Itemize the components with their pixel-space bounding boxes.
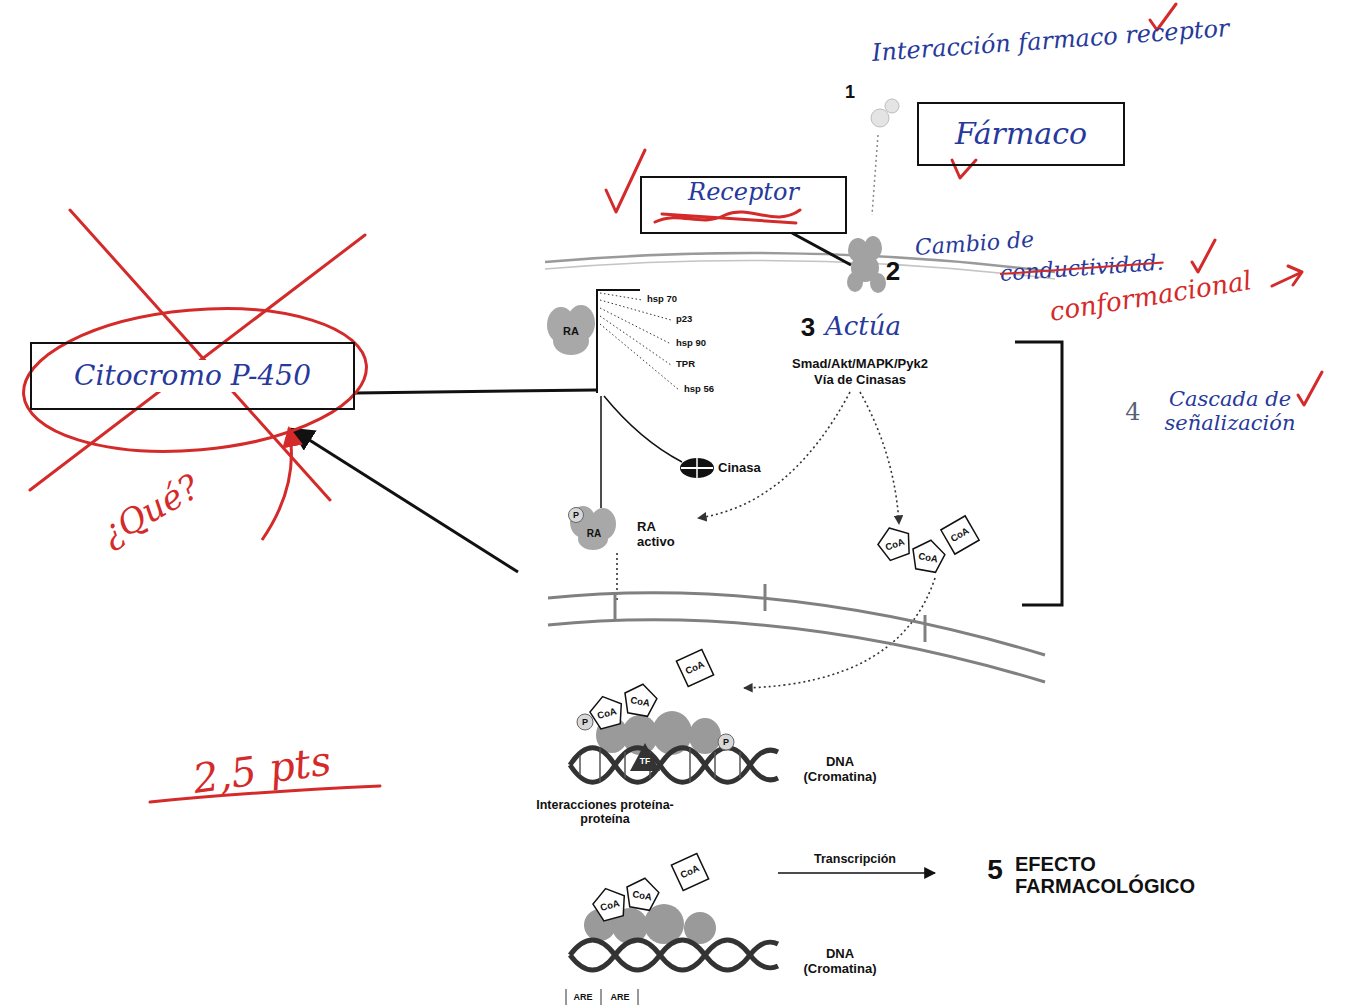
binding-path [872, 135, 878, 215]
nuclear-pore [615, 584, 925, 642]
pathway-label: Smad/Akt/MAPK/Pyk2 [792, 357, 928, 372]
correction-note: ¿Qué? [94, 467, 205, 553]
correction-mark [18, 4, 1322, 802]
phosphate-label: P [573, 510, 579, 520]
nuclear-envelope [548, 620, 1045, 682]
box-text: Citocromo P-450 [70, 360, 315, 392]
phosphate-label: P [582, 717, 588, 727]
correction-arrow [262, 428, 291, 540]
phosphate [569, 508, 584, 523]
callout-number: 2 [886, 257, 900, 286]
drug-molecule [885, 99, 899, 113]
part-label: hsp 70 [647, 294, 677, 305]
dna-helix [570, 748, 778, 783]
handwritten-note: Actúa [825, 312, 901, 341]
leader-line [600, 293, 679, 390]
drug-box: Fármaco [917, 102, 1125, 166]
kinase-symbol [680, 458, 714, 478]
coactivator [590, 853, 709, 922]
leader-line [292, 429, 518, 572]
cell-membrane [545, 261, 1055, 279]
part-label: Cinasa [718, 461, 761, 476]
crossed-out-note: conductividad. [999, 251, 1164, 287]
leader-line [792, 233, 851, 265]
coactivator [874, 516, 979, 574]
enzyme-box: Citocromo P-450 [30, 342, 355, 410]
callout-number: 3 [801, 313, 815, 342]
pathway-line [600, 396, 602, 508]
response-element [566, 989, 638, 1005]
dna-label: DNA (Cromatina) [794, 947, 886, 976]
transcription-factor [630, 743, 660, 771]
result-label: EFECTO FARMACOLÓGICO [1015, 853, 1235, 898]
arrow-label: Transcripción [814, 852, 896, 866]
part-label: p23 [676, 314, 692, 325]
part-label: RA [563, 325, 579, 337]
receptor-protein [847, 236, 886, 293]
caption-label: Interacciones proteína-proteína [525, 798, 685, 826]
response-element-label: ARE [573, 992, 592, 1002]
coactivator [587, 649, 714, 730]
part-label: TPR [676, 359, 695, 370]
grade-mark: 2,5 pts [190, 738, 333, 802]
androgen-receptor [547, 305, 595, 355]
callout-number: 4 [1125, 399, 1140, 426]
callout-number: 1 [845, 82, 855, 102]
handwritten-note: Cascada de señalización [1150, 388, 1310, 435]
box-text: Receptor [684, 179, 803, 207]
nuclear-envelope [548, 593, 1045, 655]
bracket [1015, 342, 1062, 605]
response-element-label: ARE [610, 992, 629, 1002]
part-label: TF [640, 757, 650, 767]
handwritten-note: Interacción farmaco receptor [871, 15, 1230, 67]
bracket [597, 290, 640, 393]
phosphate [577, 714, 593, 730]
transcription-arrow [778, 872, 935, 874]
drug-molecule [871, 109, 889, 127]
active-receptor [570, 506, 616, 550]
phosphate-label: P [723, 737, 729, 747]
box-text: Fármaco [951, 117, 1091, 152]
part-label: hsp 90 [676, 338, 706, 349]
leader-line [356, 390, 596, 393]
pathway-label: Vía de Cinasas [814, 373, 906, 388]
phosphate [718, 734, 734, 750]
receptor-box: Receptor [640, 176, 847, 234]
part-label: RA activo [637, 520, 689, 549]
part-label: hsp 56 [684, 384, 714, 395]
callout-number: 5 [987, 854, 1003, 885]
dna-helix [570, 940, 778, 970]
dna-label: DNA (Cromatina) [794, 755, 886, 784]
pathway-line [604, 396, 682, 462]
handwritten-note: Cambio de [914, 228, 1035, 261]
part-label: RA [587, 528, 601, 539]
